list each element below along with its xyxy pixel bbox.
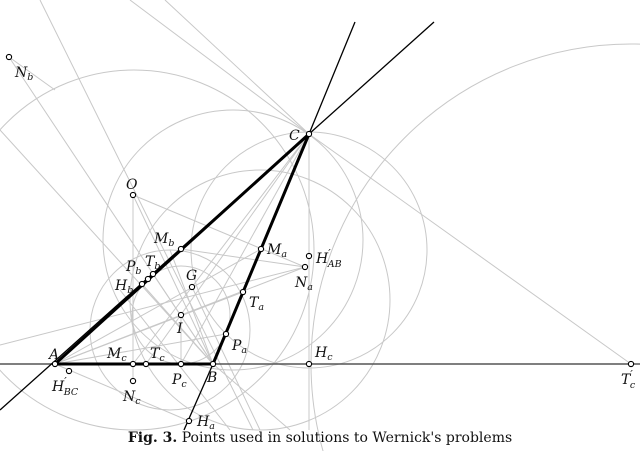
construction-line [0, 266, 306, 346]
black-line [308, 21, 435, 135]
label-ma: Ma [266, 242, 287, 260]
label-c: C [289, 128, 300, 144]
point-i-marker [177, 311, 185, 319]
label-ta: Ta [249, 295, 264, 313]
point-tprime-c-marker [627, 360, 635, 368]
construction-circle [0, 69, 315, 431]
construction-line [169, 249, 214, 365]
point-hb-marker [138, 280, 146, 288]
label-tc: Tc [150, 346, 165, 364]
label-hc: Hc [314, 345, 333, 363]
point-o-marker [129, 191, 137, 199]
label-b: B [206, 370, 217, 386]
figure-caption: Fig. 3. Points used in solutions to Wern… [0, 430, 640, 446]
construction-line [119, 289, 231, 431]
label-tprime-c: T′c [621, 368, 636, 391]
point-ma-marker [257, 245, 265, 253]
label-mc: Mc [106, 346, 127, 364]
construction-line [54, 248, 262, 365]
construction-line [39, 0, 254, 431]
point-nc-marker [129, 377, 137, 385]
construction-line [8, 56, 56, 91]
label-na: Na [294, 275, 313, 293]
point-tc-marker [142, 360, 150, 368]
label-pc: Pc [171, 372, 187, 390]
label-o: O [126, 177, 138, 193]
caption-prefix: Fig. 3. [127, 430, 178, 446]
construction-line [54, 333, 227, 365]
point-hc-marker [305, 360, 313, 368]
label-nb: Nb [14, 65, 33, 83]
point-hprime-bc-marker [65, 367, 73, 375]
label-i: I [176, 321, 183, 337]
label-tb: Tb [145, 254, 160, 272]
label-mb: Mb [153, 231, 174, 249]
construction-line [132, 133, 310, 365]
point-c-marker [305, 130, 313, 138]
construction-line [145, 133, 310, 365]
construction-line [54, 291, 244, 365]
construction-line [132, 194, 214, 365]
construction-line [308, 133, 632, 365]
point-ha-marker [185, 417, 193, 425]
construction-line [164, 0, 310, 135]
construction-circle [310, 43, 640, 451]
point-a-marker [51, 360, 59, 368]
point-markers [5, 53, 635, 425]
caption-text: Points used in solutions to Wernick's pr… [181, 430, 513, 446]
point-nb-marker [5, 53, 13, 61]
construction-line [180, 133, 310, 365]
construction-circles [0, 43, 640, 451]
point-tb-marker [149, 270, 157, 278]
construction-line [191, 286, 261, 431]
construction-line [141, 283, 214, 365]
construction-line [129, 0, 310, 135]
label-pb: Pb [125, 259, 142, 277]
point-pa-marker [222, 330, 230, 338]
point-g-marker [188, 283, 196, 291]
point-ta-marker [239, 288, 247, 296]
black-line [308, 21, 356, 135]
label-hb: Hb [114, 278, 133, 296]
label-hprime-ab: H′AB [315, 247, 342, 270]
point-mb-marker [177, 245, 185, 253]
point-hprime-ab-marker [305, 252, 313, 260]
label-g: G [186, 268, 197, 284]
construction-circle [102, 109, 364, 371]
point-mc-marker [129, 360, 137, 368]
construction-line [180, 248, 306, 268]
construction-line [54, 363, 190, 422]
point-pc-marker [177, 360, 185, 368]
construction-line [212, 363, 291, 431]
label-a: A [47, 347, 59, 363]
point-pb-marker [144, 275, 152, 283]
point-na-marker [301, 263, 309, 271]
construction-line [132, 194, 306, 268]
label-nc: Nc [122, 389, 141, 407]
label-hprime-bc: H′BC [51, 375, 79, 398]
construction-line [152, 273, 214, 365]
point-b-marker [209, 360, 217, 368]
label-pa: Pa [231, 338, 247, 356]
construction-lines [0, 0, 632, 431]
construction-line [0, 129, 214, 365]
